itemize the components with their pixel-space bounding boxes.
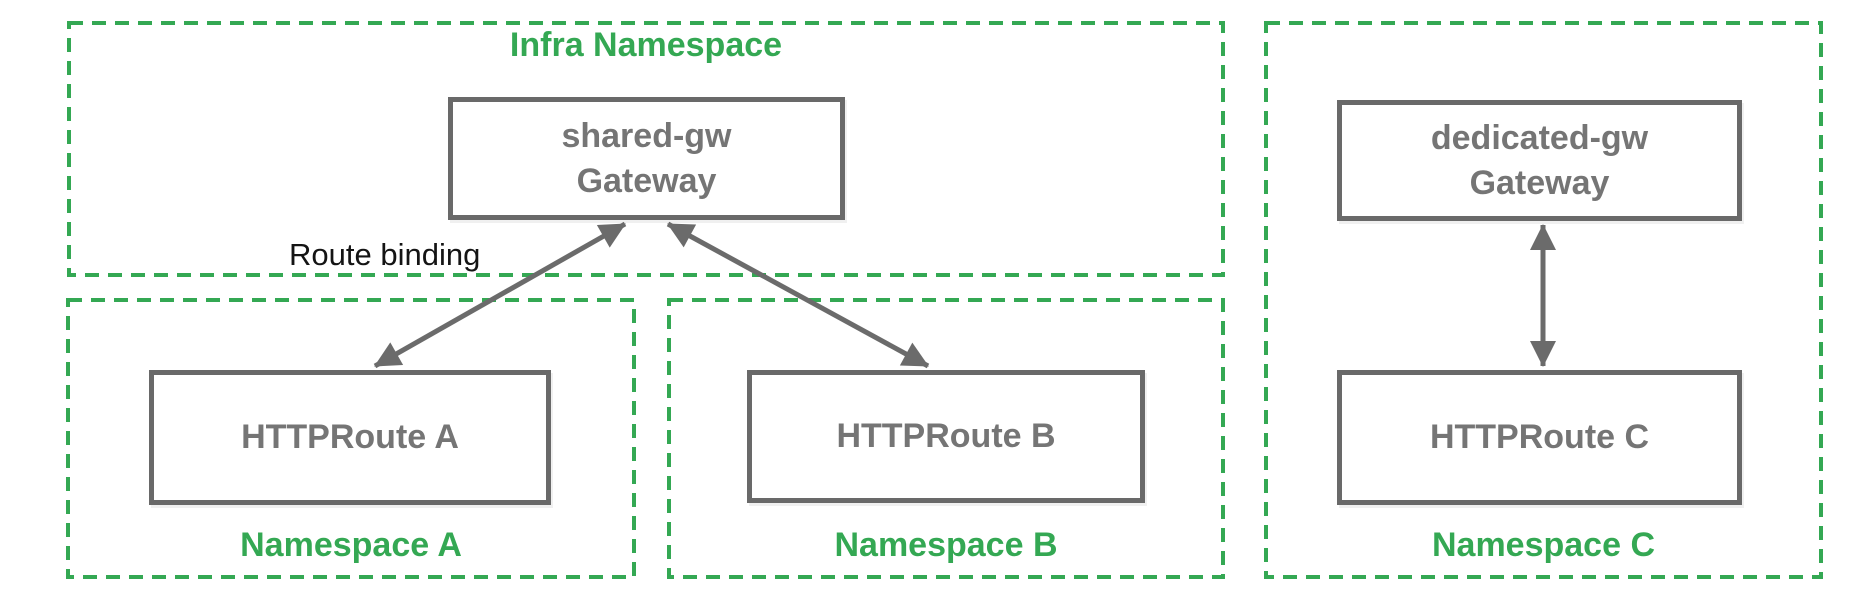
httproute-a-node: HTTPRoute A xyxy=(149,370,551,505)
arrow-shared-gw-to-httproute-a xyxy=(373,221,627,369)
shared-gw-gateway-node: shared-gw Gateway xyxy=(448,97,845,220)
namespace-a-boundary xyxy=(66,298,636,579)
infra-namespace-boundary xyxy=(67,21,1225,277)
httproute-a-label: HTTPRoute A xyxy=(241,418,459,457)
httproute-c-node: HTTPRoute C xyxy=(1337,370,1742,505)
namespace-c-boundary xyxy=(1264,21,1823,579)
namespace-b-label: Namespace B xyxy=(834,526,1058,564)
namespace-c-label: Namespace C xyxy=(1431,526,1655,564)
httproute-b-label: HTTPRoute B xyxy=(836,417,1056,456)
shared-gw-kind: Gateway xyxy=(576,161,717,200)
httproute-c-label: HTTPRoute C xyxy=(1429,418,1650,457)
namespace-b-boundary xyxy=(667,298,1225,579)
dedicated-gw-name: dedicated-gw xyxy=(1430,118,1649,157)
namespace-a-label: Namespace A xyxy=(240,526,462,564)
dedicated-gw-kind: Gateway xyxy=(1469,163,1610,202)
route-binding-label: Route binding xyxy=(289,237,481,272)
httproute-b-node: HTTPRoute B xyxy=(747,370,1145,503)
dedicated-gw-gateway-node: dedicated-gw Gateway xyxy=(1337,100,1742,221)
shared-gw-name: shared-gw xyxy=(561,116,732,155)
arrow-shared-gw-to-httproute-b xyxy=(666,221,930,369)
infra-namespace-label: Infra Namespace xyxy=(509,26,783,64)
